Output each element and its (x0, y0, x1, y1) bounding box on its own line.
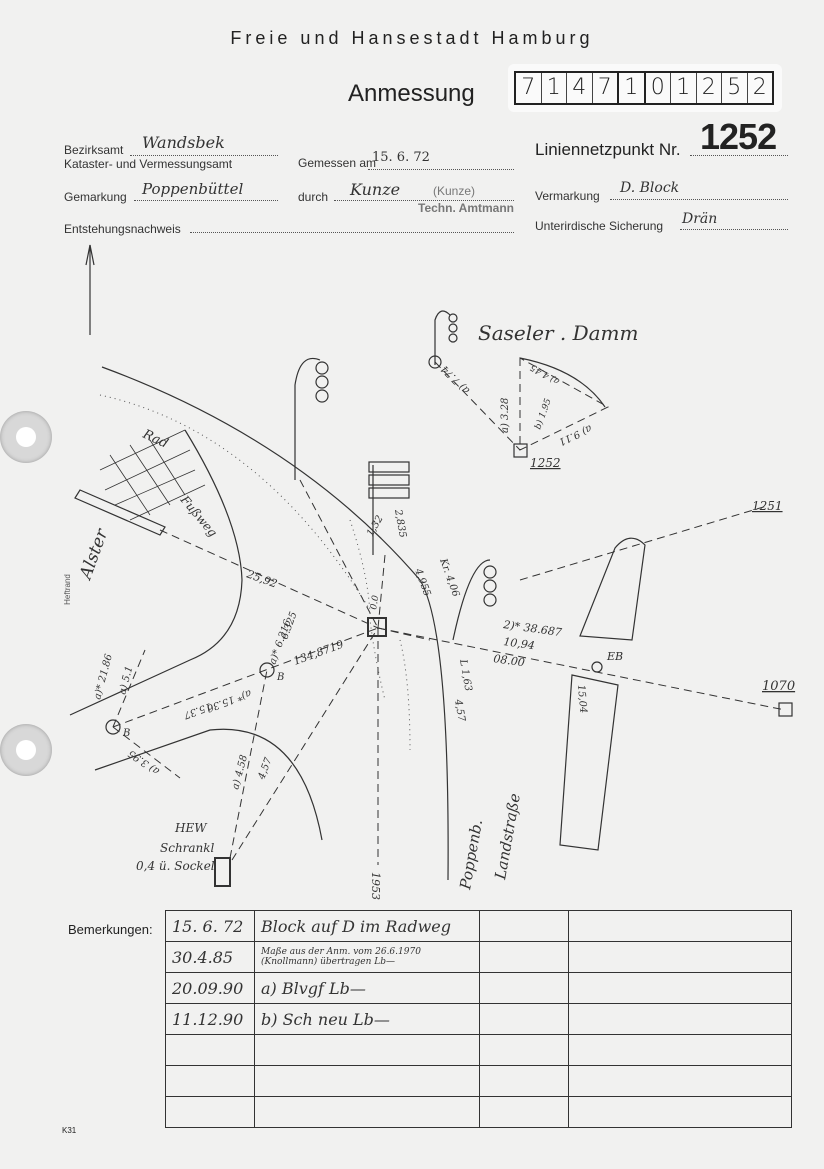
measurement: 15.37 (181, 700, 212, 720)
measurement: 25,92 (244, 567, 279, 590)
gemessen-value: 15. 6. 72 (372, 150, 430, 165)
label-eb: EB (606, 650, 623, 663)
digit-cell: 7 (516, 73, 542, 103)
durch-signature: Kunze (350, 180, 401, 199)
digit-cell: 1 (619, 73, 646, 103)
label-b: B (122, 728, 130, 739)
measurement: a) 7.74 (439, 363, 472, 396)
liniennetzpunkt-value: 1252 (700, 116, 777, 157)
table-row (165, 1034, 792, 1066)
remark-date: 20.09.90 (165, 972, 255, 1004)
point-label-1070: 1070 (762, 679, 795, 694)
measurement: b) 1.95 (532, 397, 553, 431)
gemarkung-label: Gemarkung (64, 190, 127, 204)
measurement: 4,57 (452, 698, 467, 723)
measurement: a)* 21.86 (92, 652, 115, 701)
digit-cell: 0 (646, 73, 671, 103)
digit-cell: 2 (697, 73, 722, 103)
street-label-landstrasse: Landstraße (491, 792, 524, 882)
point-label-1953: 1953 (369, 872, 382, 900)
remark-date (165, 1065, 255, 1097)
vermarkung-value: D. Block (620, 180, 680, 196)
measurement: a) 4.45 (528, 361, 561, 387)
label-hew: HEW (174, 821, 208, 835)
punch-hole (0, 724, 52, 776)
traffic-island (579, 537, 646, 641)
measurement: 4,955 (412, 566, 432, 598)
measurement: 15,04 (575, 684, 588, 713)
remark-text: Block auf D im Radweg (254, 910, 480, 942)
measurement: 4,57 (256, 756, 275, 782)
gemessen-label: Gemessen am (298, 156, 377, 170)
label-fussweg: Fußweg (177, 492, 220, 540)
digit-cell: 5 (722, 73, 748, 103)
remark-text: a) Blvgf Lb— (254, 972, 480, 1004)
point-label-1251: 1251 (752, 499, 783, 513)
remark-text (254, 1065, 480, 1097)
measurement: a) 3.28 (500, 398, 511, 433)
measurement: a) 4.58 (230, 754, 250, 791)
remark-text (254, 1034, 480, 1066)
digit-cell: 4 (567, 73, 593, 103)
remark-text: Maße aus der Anm. vom 26.6.1970 (Knollma… (254, 941, 480, 973)
street-label-saseler-damm: Saseler . Damm (478, 321, 638, 345)
label-alster: Alster (75, 526, 112, 584)
stamp-name: (Kunze) (433, 184, 476, 198)
label-b: B (276, 672, 284, 683)
label-schrank: Schrankl (160, 841, 215, 855)
gemarkung-value: Poppenbüttel (142, 180, 244, 198)
sicherung-value: Drän (682, 211, 718, 227)
measurement: L 1,63 (457, 658, 474, 693)
remark-text (254, 1096, 480, 1128)
remark-date: 15. 6. 72 (165, 910, 255, 942)
measurement: 134,8719 (292, 638, 346, 668)
remarks-label: Bemerkungen: (68, 922, 153, 937)
measurement: 08.00 (493, 652, 526, 669)
measurement: Kr. 4,06 (437, 556, 462, 599)
authority-heading: Freie und Hansestadt Hamburg (230, 28, 594, 48)
point-number-box: 7 1 4 7 1 0 1 2 5 2 (508, 64, 782, 112)
measurement: 1,32 (365, 514, 386, 539)
remark-date (165, 1096, 255, 1128)
sicherung-label: Unterirdische Sicherung (535, 219, 664, 233)
measurement: a) 9.11 (557, 422, 594, 447)
point-label-1252: 1252 (530, 456, 561, 470)
remark-date: 11.12.90 (165, 1003, 255, 1035)
punch-hole (0, 411, 52, 463)
bezirksamt-value: Wandsbek (142, 133, 225, 152)
remark-text: b) Sch neu Lb— (254, 1003, 480, 1035)
digit-cell: 1 (671, 73, 697, 103)
label-sockel: 0,4 ü. Sockel (136, 859, 215, 873)
liniennetzpunkt-label: Liniennetzpunkt Nr. (535, 140, 681, 159)
bezirksamt-label: Bezirksamt (64, 143, 124, 157)
measurement: a) 3.95 (126, 747, 161, 776)
stamp-title: Techn. Amtmann (418, 201, 515, 215)
form-code: K31 (62, 1126, 77, 1135)
digit-cell: 2 (752, 75, 767, 100)
digit-cell: 1 (542, 73, 567, 103)
kataster-label: Kataster- und Vermessungsamt (64, 157, 233, 171)
remark-date (165, 1034, 255, 1066)
entstehung-label: Entstehungsnachweis (64, 222, 181, 236)
table-row (165, 1065, 792, 1097)
remark-date: 30.4.85 (165, 941, 255, 973)
table-row (165, 1096, 792, 1128)
digit-cell: 7 (593, 73, 619, 103)
vermarkung-label: Vermarkung (535, 189, 600, 203)
form-title: Anmessung (348, 80, 475, 107)
measurement: 10,94 (503, 635, 536, 652)
durch-label: durch (298, 190, 329, 204)
street-label-poppenb: Poppenb. (456, 818, 486, 892)
measurement: 2,835 (392, 508, 408, 539)
measurement: 0.0 (369, 594, 381, 610)
measurement: a) 5.1 (117, 665, 135, 696)
